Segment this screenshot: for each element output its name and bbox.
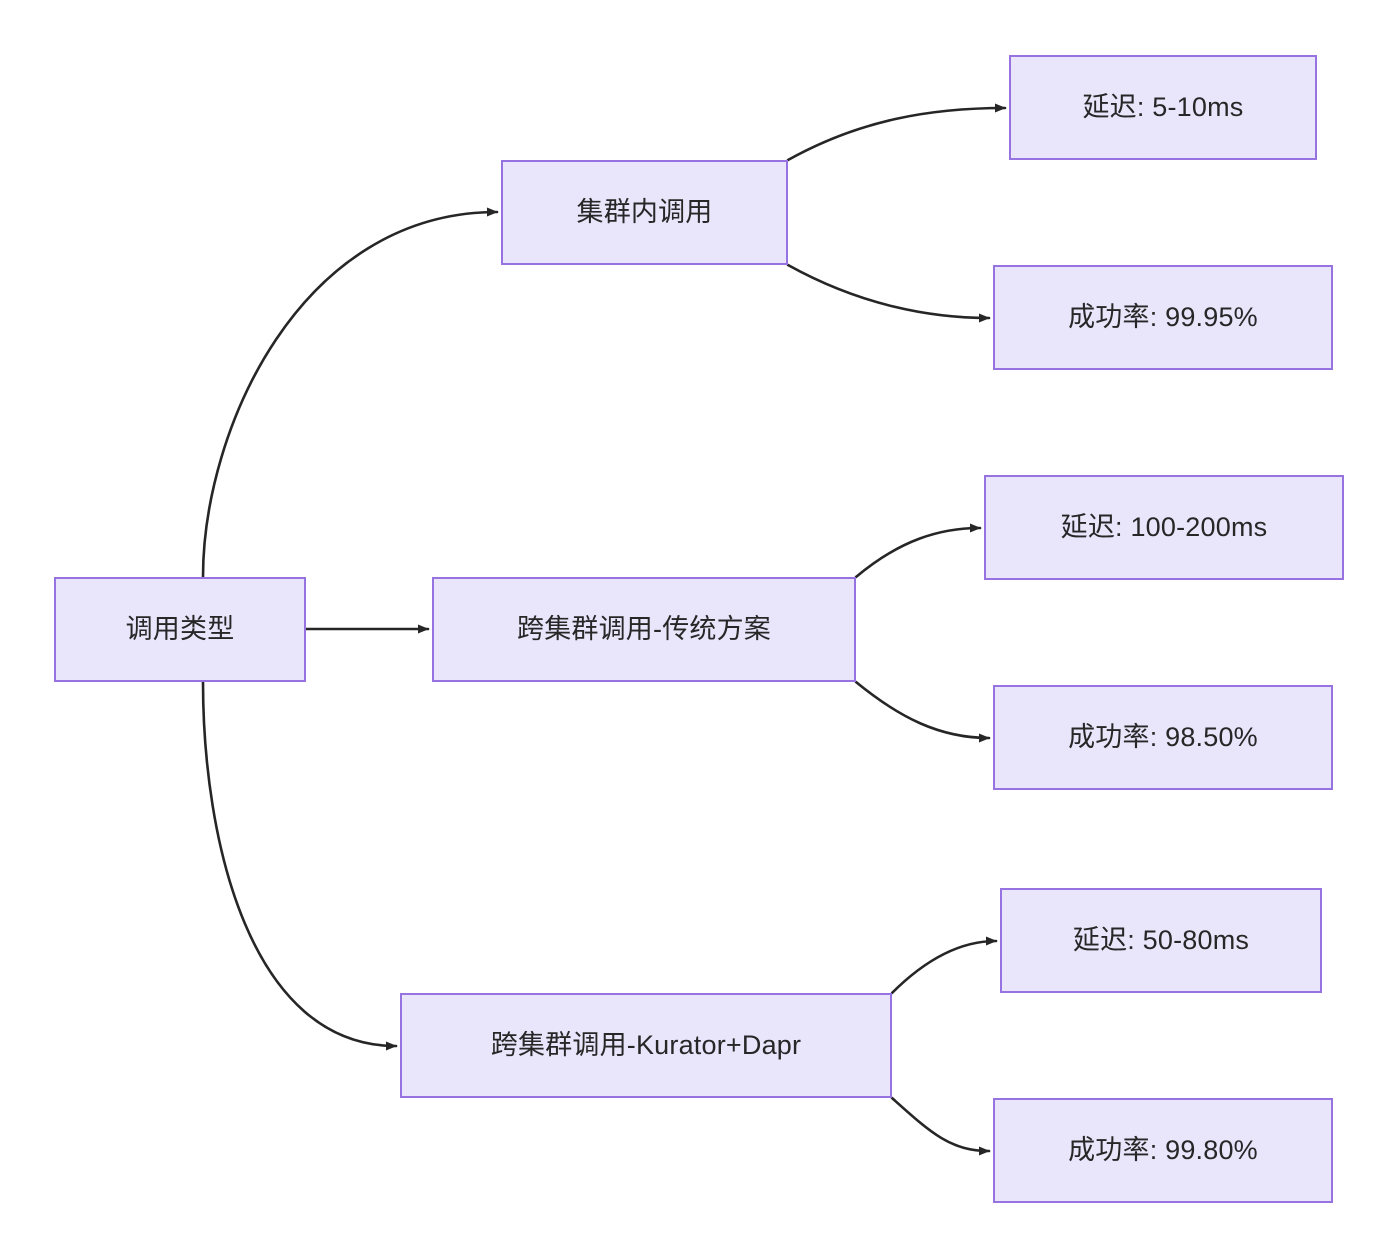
edge-cross_legacy-to-legacy_success	[854, 680, 991, 743]
node-intra[interactable]: 集群内调用	[501, 160, 788, 265]
node-intra_latency[interactable]: 延迟: 5-10ms	[1009, 55, 1317, 160]
node-label-cross_legacy: 跨集群调用-传统方案	[517, 613, 771, 644]
node-label-root: 调用类型	[125, 613, 235, 644]
edge-cross_legacy-to-legacy_latency	[854, 523, 982, 579]
node-label-cross_kurator: 跨集群调用-Kurator+Dapr	[490, 1029, 802, 1060]
node-cross_kurator[interactable]: 跨集群调用-Kurator+Dapr	[400, 993, 892, 1098]
node-label-legacy_latency: 延迟: 100-200ms	[1060, 511, 1268, 542]
node-cross_legacy[interactable]: 跨集群调用-传统方案	[432, 577, 856, 682]
node-kurator_latency[interactable]: 延迟: 50-80ms	[1000, 888, 1322, 993]
node-label-intra_success: 成功率: 99.95%	[1068, 301, 1258, 332]
edge-intra-to-intra_latency	[786, 103, 1007, 162]
node-label-kurator_success: 成功率: 99.80%	[1068, 1134, 1258, 1165]
node-legacy_latency[interactable]: 延迟: 100-200ms	[984, 475, 1344, 580]
edge-intra-to-intra_success	[786, 263, 991, 323]
edge-cross_kurator-to-kurator_latency	[890, 936, 998, 995]
node-label-kurator_latency: 延迟: 50-80ms	[1072, 924, 1250, 955]
node-root[interactable]: 调用类型	[54, 577, 306, 682]
edge-root-to-cross_kurator	[201, 680, 398, 1051]
node-label-legacy_success: 成功率: 98.50%	[1068, 721, 1258, 752]
node-legacy_success[interactable]: 成功率: 98.50%	[993, 685, 1333, 790]
node-label-intra_latency: 延迟: 5-10ms	[1082, 91, 1244, 122]
edge-root-to-intra	[201, 207, 499, 579]
node-kurator_success[interactable]: 成功率: 99.80%	[993, 1098, 1333, 1203]
edge-cross_kurator-to-kurator_success	[890, 1096, 991, 1156]
node-intra_success[interactable]: 成功率: 99.95%	[993, 265, 1333, 370]
node-label-intra: 集群内调用	[576, 196, 713, 227]
